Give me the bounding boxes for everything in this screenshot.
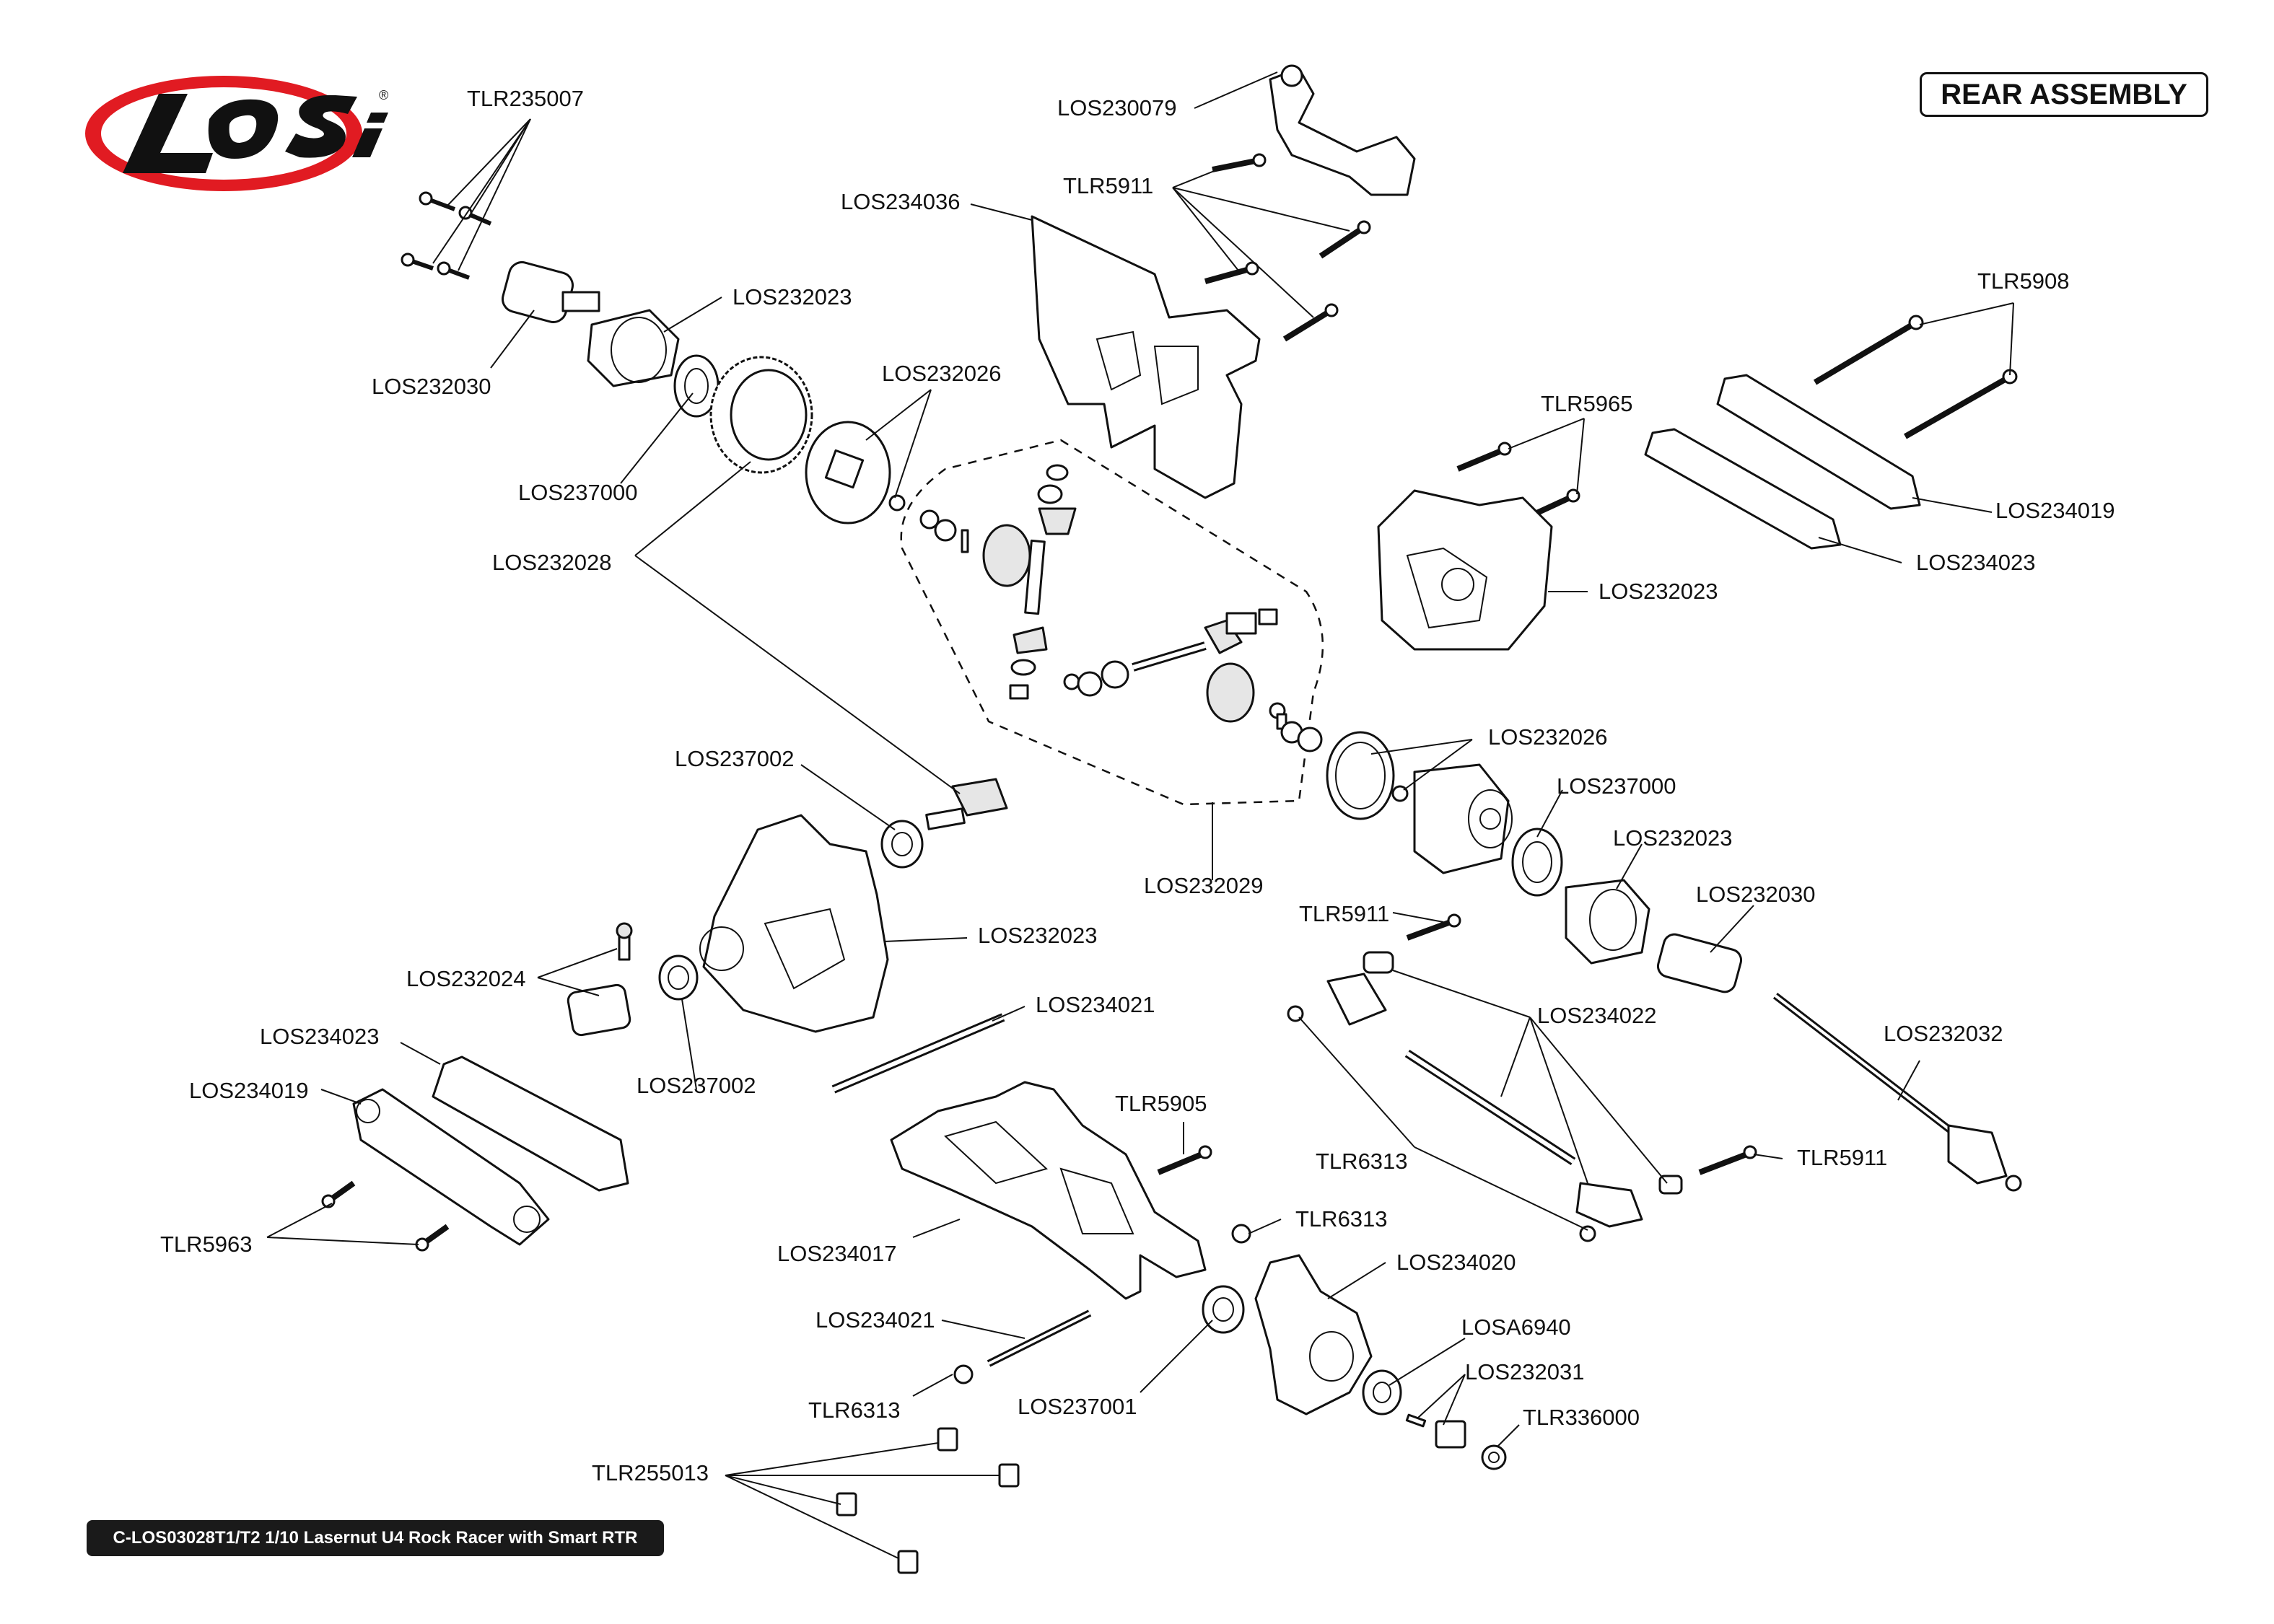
rear-camber-mount xyxy=(1269,64,1416,196)
screw-tlr5905 xyxy=(1157,1145,1212,1175)
callout-label: LOS237000 xyxy=(1557,773,1676,799)
callout-label: LOS237002 xyxy=(675,746,794,771)
hinge-pins-tlr5908 xyxy=(1813,315,2018,439)
bearing-outer xyxy=(1362,1369,1402,1415)
callout-label: LOS234019 xyxy=(189,1078,308,1103)
callout-label: LOSA6940 xyxy=(1461,1314,1571,1340)
callout-label: TLR336000 xyxy=(1523,1405,1640,1430)
callout-label: LOS232028 xyxy=(492,550,611,575)
chassis-brace-plate xyxy=(1031,215,1261,499)
housing-cup-lower xyxy=(1565,879,1650,965)
callout-label: TLR6313 xyxy=(1316,1149,1408,1174)
page-title: REAR ASSEMBLY xyxy=(1920,72,2208,117)
callout-label: LOS234021 xyxy=(815,1307,935,1333)
callout-label: LOS234023 xyxy=(260,1024,379,1049)
rear-hub-carrier xyxy=(1254,1254,1373,1415)
callout-label: LOS232023 xyxy=(1613,825,1732,851)
callout-label: TLR5905 xyxy=(1115,1091,1207,1116)
diff-internals xyxy=(919,464,1323,752)
callout-label: LOS232029 xyxy=(1144,873,1263,898)
callout-label: TLR5965 xyxy=(1541,391,1633,416)
callout-label: TLR5911 xyxy=(1299,901,1389,926)
callout-label: LOS232031 xyxy=(1465,1359,1584,1384)
hinge-pin-lower xyxy=(987,1309,1092,1367)
screw-tlr5911-right xyxy=(1698,1145,1757,1175)
wheel-nut xyxy=(1481,1444,1507,1470)
callout-label: LOS232023 xyxy=(978,923,1097,948)
callout-label: LOS234020 xyxy=(1396,1250,1516,1275)
gearbox-half-right xyxy=(1377,489,1553,651)
callout-label: LOS237002 xyxy=(637,1073,756,1098)
wheel-hex xyxy=(1435,1420,1466,1449)
callout-label: LOS232026 xyxy=(1488,724,1607,750)
outdrive-right xyxy=(1656,933,1743,993)
diff-outdrive-left-small xyxy=(567,983,631,1037)
hinge-pin-long xyxy=(831,1013,1005,1094)
bearing-hub xyxy=(1202,1285,1245,1334)
diff-housing-cup-top xyxy=(587,309,680,387)
gearbox-half-left xyxy=(699,814,889,1033)
bearing-lower xyxy=(1511,828,1563,897)
diff-gasket-lower xyxy=(1326,731,1395,820)
callout-label: LOS232030 xyxy=(1696,882,1815,907)
camber-link-assembly xyxy=(1326,951,1683,1228)
callout-label: TLR5963 xyxy=(160,1232,253,1257)
pinion-gear xyxy=(925,778,1008,830)
screw-pins-tlr5911-top xyxy=(1204,153,1371,342)
outdrive-left xyxy=(502,261,600,323)
losi-logo: ® xyxy=(85,76,388,191)
diff-case-lower xyxy=(1413,763,1513,874)
screw-tlr5911-mid xyxy=(1406,913,1461,941)
hex-pin xyxy=(1405,1413,1427,1428)
callout-label: LOS234019 xyxy=(1995,498,2115,523)
callout-label: LOS234036 xyxy=(841,189,960,214)
callout-label: LOS232026 xyxy=(882,361,1001,386)
callout-label: LOS232030 xyxy=(372,374,491,399)
callout-labels: TLR235007 LOS230079 LOS234036 TLR5911 LO… xyxy=(160,86,2115,1485)
callout-label: LOS234021 xyxy=(1036,992,1155,1017)
callout-label: TLR255013 xyxy=(592,1460,709,1485)
callout-label: LOS234022 xyxy=(1537,1003,1656,1028)
cvd-axle xyxy=(1772,993,2022,1192)
hinge-brace-top xyxy=(1644,374,1921,550)
footer-caption: C-LOS03028T1/T2 1/10 Lasernut U4 Rock Ra… xyxy=(87,1520,664,1556)
callout-label: LOS237001 xyxy=(1018,1394,1137,1419)
callout-label: LOS232023 xyxy=(1599,579,1718,604)
screw-tlr-small xyxy=(616,922,633,961)
rear-suspension-arm xyxy=(890,1081,1207,1300)
ring-gear xyxy=(709,356,813,474)
callout-label: LOS232023 xyxy=(733,284,852,310)
callout-label: LOS230079 xyxy=(1057,95,1176,120)
o-ring-top xyxy=(888,494,906,512)
screw-set-tlr235007 xyxy=(401,191,492,280)
callout-label: TLR5908 xyxy=(1977,268,2070,294)
bearing-pinion xyxy=(880,820,924,869)
bearing-left xyxy=(658,954,699,1001)
callout-label: LOS237000 xyxy=(518,480,637,505)
callout-label: LOS232032 xyxy=(1884,1021,2003,1046)
hinge-brace-left xyxy=(352,1055,629,1246)
leader-lines xyxy=(266,71,2014,1559)
screws-tlr255013 xyxy=(836,1427,1020,1574)
callout-label: LOS234023 xyxy=(1916,550,2035,575)
callout-label: TLR235007 xyxy=(467,86,584,111)
screws-tlr5963 xyxy=(321,1180,450,1252)
callout-label: TLR5911 xyxy=(1797,1145,1887,1170)
callout-label: TLR6313 xyxy=(808,1397,901,1423)
differential-group-outline xyxy=(900,439,1324,806)
diff-plate-top xyxy=(805,421,891,524)
callout-label: LOS232024 xyxy=(406,966,525,991)
svg-text:®: ® xyxy=(379,88,388,102)
callout-label: TLR5911 xyxy=(1063,173,1153,198)
callout-label: LOS234017 xyxy=(777,1241,896,1266)
callout-label: TLR6313 xyxy=(1295,1206,1388,1232)
